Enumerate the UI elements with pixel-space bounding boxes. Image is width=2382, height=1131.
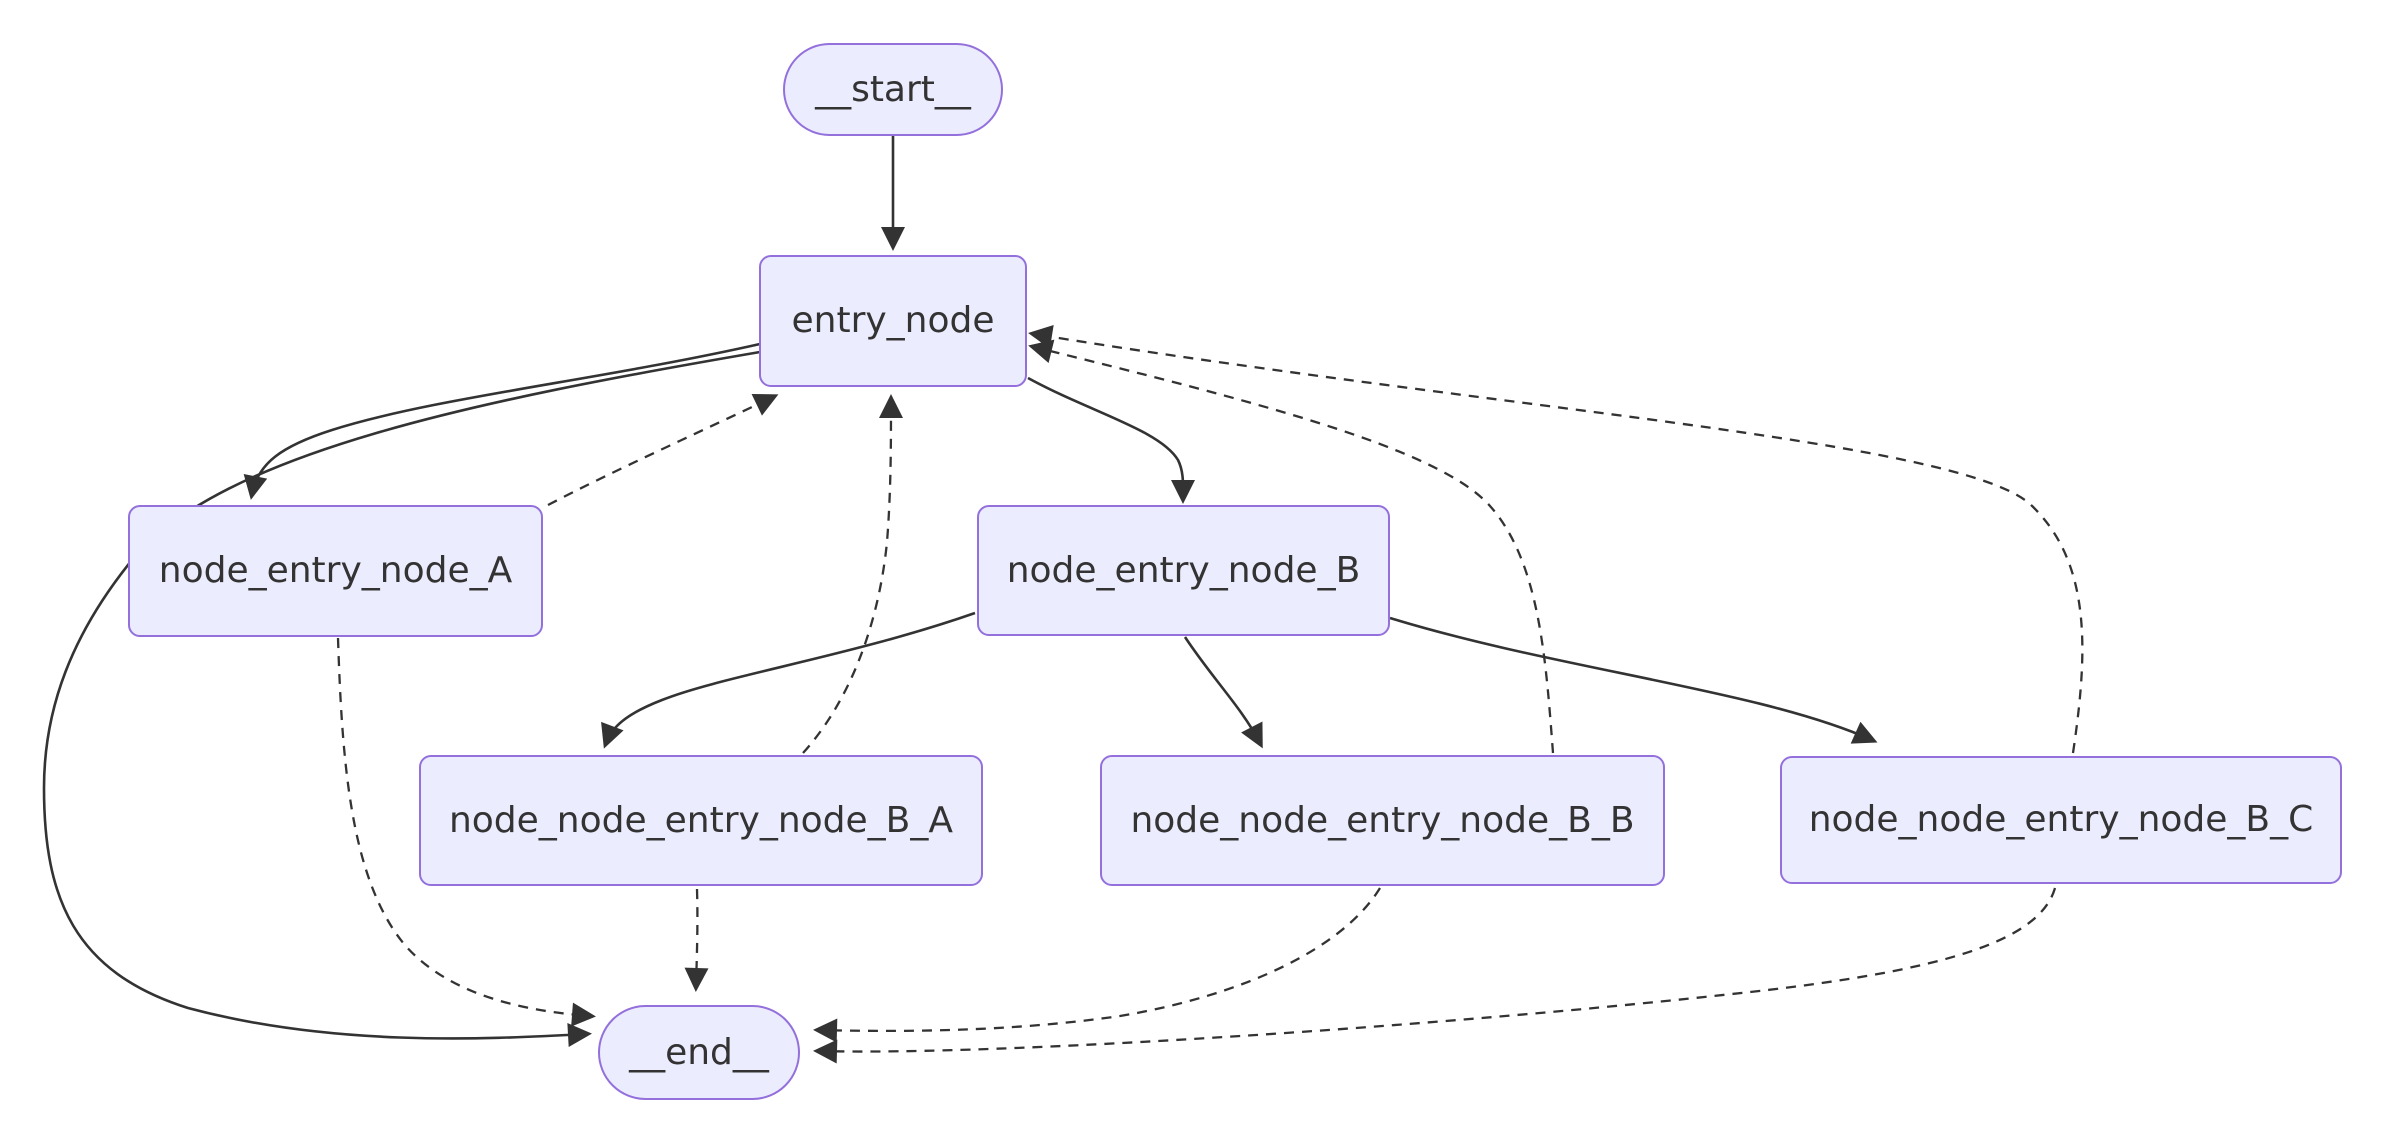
edge-node_entry_node_B-to-node_node_entry_node_B_B bbox=[1183, 636, 1263, 749]
node-node_entry_node_B: node_entry_node_B bbox=[977, 505, 1390, 636]
node-end: __end__ bbox=[598, 1005, 800, 1100]
edge-node_entry_node_B-to-node_node_entry_node_B_A bbox=[601, 611, 976, 749]
edge-entry_node-to-node_entry_node_A bbox=[243, 342, 761, 500]
node-start: __start__ bbox=[783, 43, 1003, 136]
node-label: __end__ bbox=[629, 1031, 769, 1073]
edge-node_node_entry_node_B_C-to-entry_node bbox=[1028, 325, 2084, 754]
node-label: node_entry_node_A bbox=[158, 550, 513, 591]
edge-node_entry_node_B-to-node_node_entry_node_B_C bbox=[1389, 616, 1878, 744]
node-label: node_node_entry_node_B_C bbox=[1808, 799, 2314, 840]
edge-node_node_entry_node_B_B-to-__end__ bbox=[813, 887, 1381, 1043]
node-node_node_entry_node_B_B: node_node_entry_node_B_B bbox=[1100, 755, 1665, 886]
edge-node_node_entry_node_B_A-to-entry_node bbox=[802, 394, 903, 754]
node-label: node_node_entry_node_B_A bbox=[448, 799, 954, 841]
edge-entry_node-to-__end__ bbox=[42, 350, 761, 1047]
node-node_entry_node_A: node_entry_node_A bbox=[128, 505, 543, 637]
node-node_node_entry_node_B_C: node_node_entry_node_B_C bbox=[1780, 756, 2342, 884]
node-label: entry_node bbox=[791, 300, 995, 341]
edge-node_node_entry_node_B_C-to-__end__ bbox=[813, 887, 2057, 1064]
node-label: node_entry_node_B bbox=[1006, 549, 1361, 591]
node-label: node_node_entry_node_B_B bbox=[1130, 799, 1635, 841]
node-label: __start__ bbox=[815, 68, 971, 110]
node-node_node_entry_node_B_A: node_node_entry_node_B_A bbox=[419, 755, 983, 886]
node-entry_node: entry_node bbox=[759, 255, 1027, 387]
edge-node_entry_node_A-to-entry_node bbox=[547, 393, 779, 507]
edge-node_entry_node_A-to-__end__ bbox=[336, 637, 596, 1027]
edge-entry_node-to-node_entry_node_B bbox=[1027, 376, 1196, 504]
edge-node_node_entry_node_B_A-to-__end__ bbox=[684, 888, 709, 992]
